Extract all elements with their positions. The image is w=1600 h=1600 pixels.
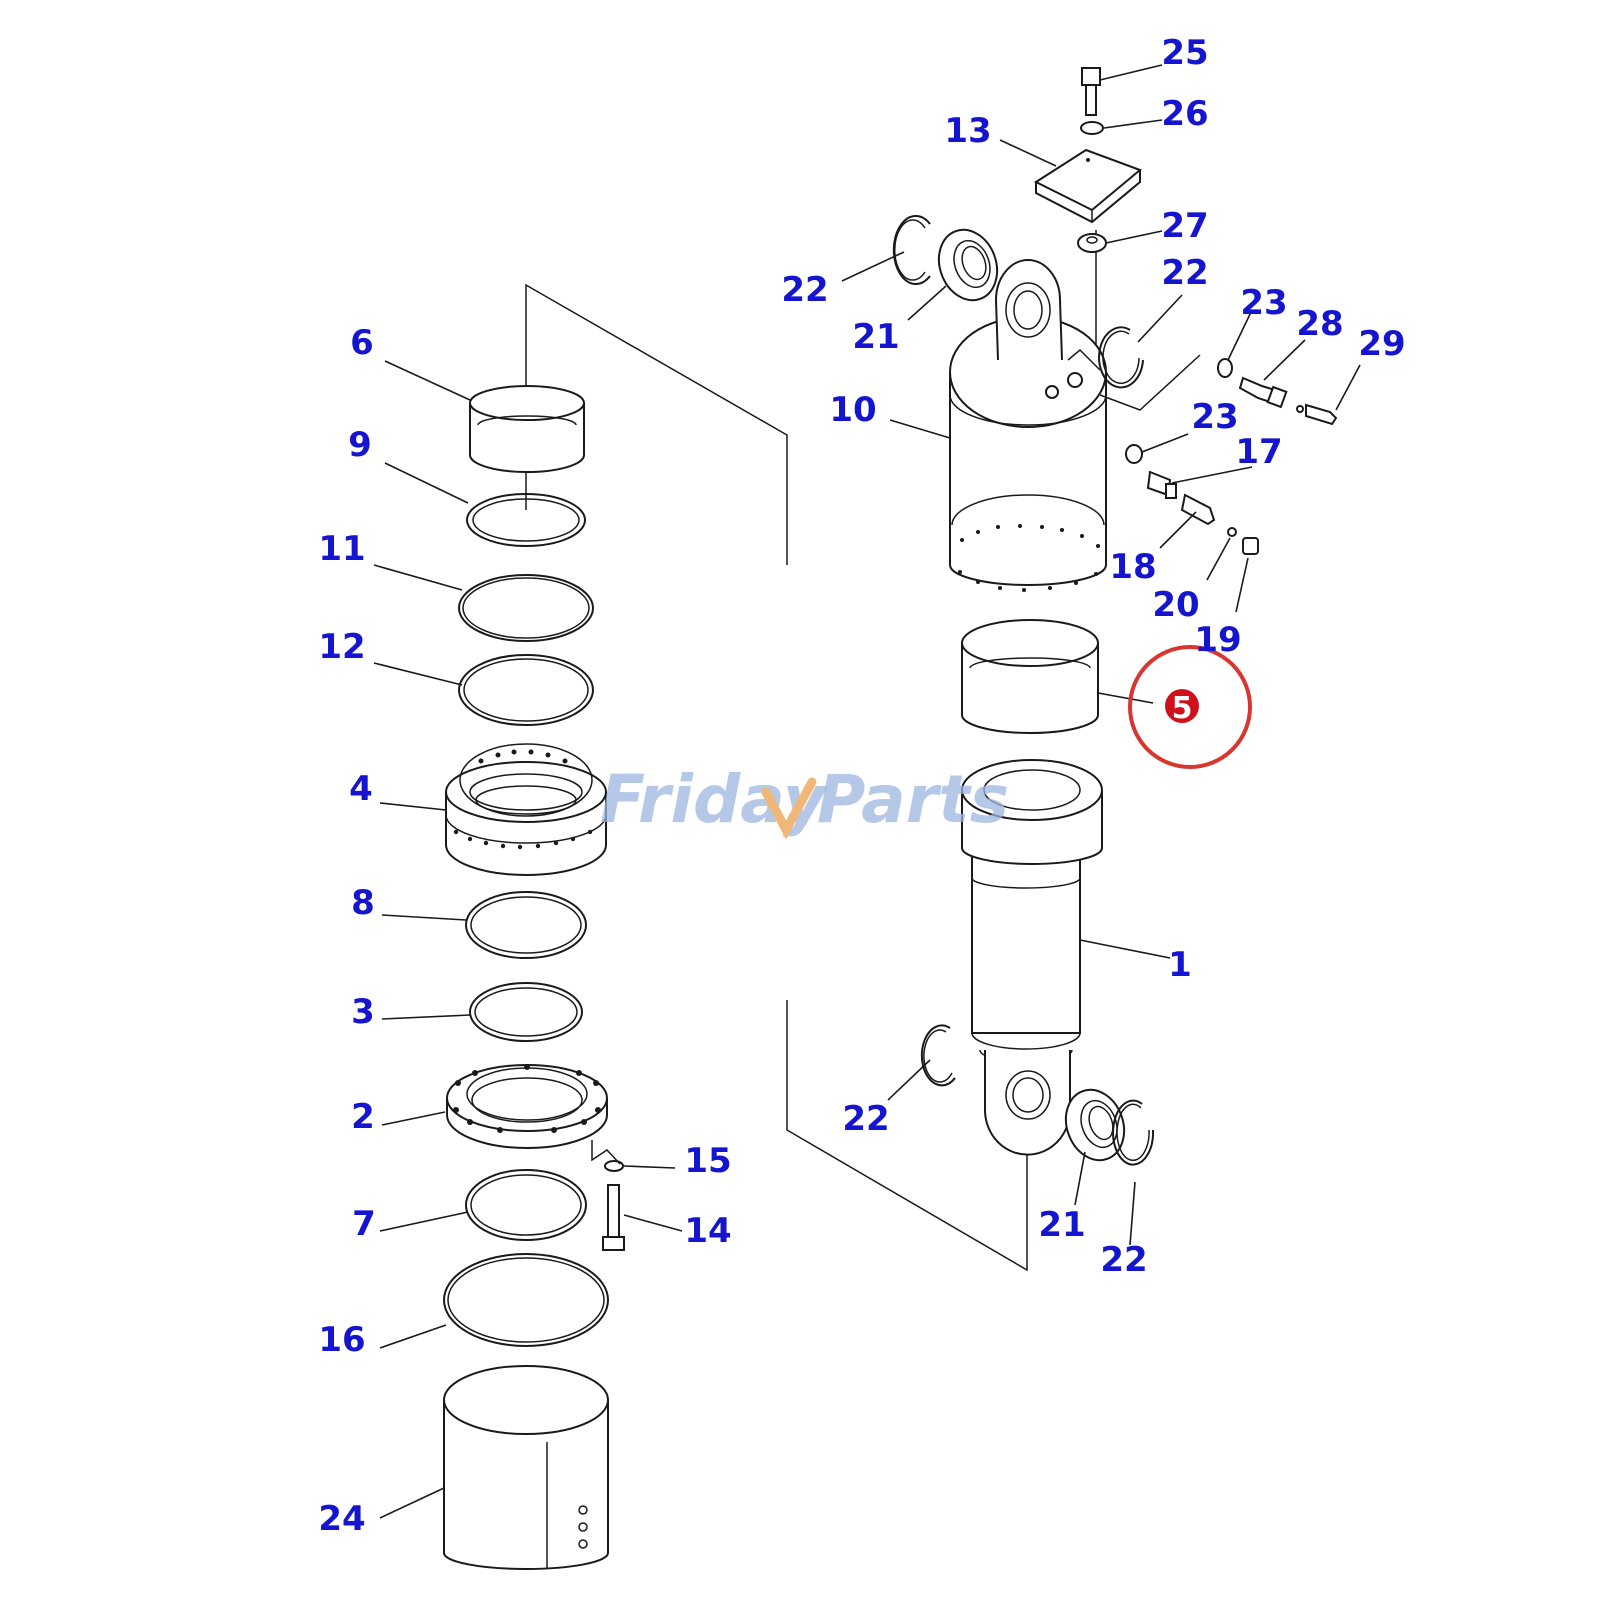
part-24-cover xyxy=(443,1365,609,1570)
callout-26: 26 xyxy=(1161,94,1208,134)
part-28-fitting xyxy=(1238,376,1288,409)
callout-21-top: 21 xyxy=(852,317,899,357)
part-17-fitting xyxy=(1146,470,1177,499)
watermark-text-right: Parts xyxy=(817,761,1009,838)
callout-29: 29 xyxy=(1358,324,1405,364)
callout-2: 2 xyxy=(351,1097,375,1137)
part-21-bearing-bottom xyxy=(1064,1088,1126,1162)
part-9-ring xyxy=(466,493,586,547)
part-20-ball xyxy=(1227,527,1237,537)
part-6-bushing xyxy=(469,385,585,473)
watermark-check-icon xyxy=(761,777,817,840)
callout-3: 3 xyxy=(351,992,375,1032)
callout-27: 27 xyxy=(1161,206,1208,246)
callout-22-top-left: 22 xyxy=(781,270,828,310)
part-29-valve xyxy=(1296,403,1338,426)
callout-16: 16 xyxy=(318,1320,365,1360)
leader-lines xyxy=(373,64,1361,1519)
callout-23-b: 23 xyxy=(1191,397,1238,437)
part-13-plate xyxy=(1033,148,1142,224)
watermark-text-left: Friday xyxy=(600,761,829,838)
callout-19: 19 xyxy=(1194,620,1241,660)
part-5-bushing xyxy=(961,619,1099,734)
part-26-washer xyxy=(1080,121,1104,135)
part-22-snapring-top-right xyxy=(1098,326,1144,389)
part-27-spacer xyxy=(1077,233,1107,253)
part-19-cap xyxy=(1242,537,1259,555)
callout-8: 8 xyxy=(351,883,375,923)
callout-28: 28 xyxy=(1296,304,1343,344)
part-16-ring xyxy=(443,1253,609,1347)
callout-15: 15 xyxy=(684,1141,731,1181)
part-14-bolt xyxy=(602,1184,625,1251)
callout-20: 20 xyxy=(1152,585,1199,625)
part-25-bolt xyxy=(1081,67,1101,116)
callout-21-bottom: 21 xyxy=(1038,1205,1085,1245)
callout-5: 5 xyxy=(1172,691,1193,726)
fitting-link-line xyxy=(1099,354,1201,411)
callout-17: 17 xyxy=(1235,432,1282,472)
watermark-logo: Friday Parts xyxy=(600,761,1009,840)
callout-14: 14 xyxy=(684,1211,731,1251)
part-23-washer-b xyxy=(1125,444,1143,464)
callout-25: 25 xyxy=(1161,33,1208,73)
callout-labels: 6 9 11 12 4 8 3 2 15 14 7 16 24 25 26 13… xyxy=(318,33,1405,1539)
part-22-snapring-bottom-right xyxy=(1112,1099,1155,1166)
part-15-washer xyxy=(604,1160,624,1172)
callout-18: 18 xyxy=(1109,547,1156,587)
part-7-ring xyxy=(465,1169,587,1241)
part-2-flange xyxy=(446,1064,621,1165)
part-4-piston xyxy=(445,743,607,876)
callout-7: 7 xyxy=(352,1204,376,1244)
callout-22-bottom-right: 22 xyxy=(1100,1240,1147,1280)
callout-22-top-right: 22 xyxy=(1161,253,1208,293)
callout-9: 9 xyxy=(348,425,372,465)
part-1-rod xyxy=(961,759,1103,1156)
callout-4: 4 xyxy=(349,769,373,809)
part-22-snapring-bottom-left xyxy=(920,1024,956,1087)
callout-1: 1 xyxy=(1168,945,1192,985)
highlight-part-5: 5 xyxy=(1128,645,1252,769)
part-3-ring xyxy=(469,982,583,1042)
callout-13: 13 xyxy=(944,111,991,151)
part-22-snapring-top-left xyxy=(892,215,931,285)
callout-6: 6 xyxy=(350,323,374,363)
callout-22-bottom-left: 22 xyxy=(842,1099,889,1139)
callout-23-a: 23 xyxy=(1240,283,1287,323)
callout-11: 11 xyxy=(318,529,365,569)
callout-12: 12 xyxy=(318,627,365,667)
part-8-ring xyxy=(465,891,587,959)
part-18-valve xyxy=(1180,493,1216,526)
callout-10: 10 xyxy=(829,390,876,430)
part-11-ring xyxy=(458,574,594,642)
part-12-ring xyxy=(458,654,594,726)
part-23-washer-a xyxy=(1217,358,1233,378)
callout-24: 24 xyxy=(318,1499,365,1539)
part-10-cylinder xyxy=(949,259,1107,592)
part-21-bearing-top xyxy=(937,228,999,302)
